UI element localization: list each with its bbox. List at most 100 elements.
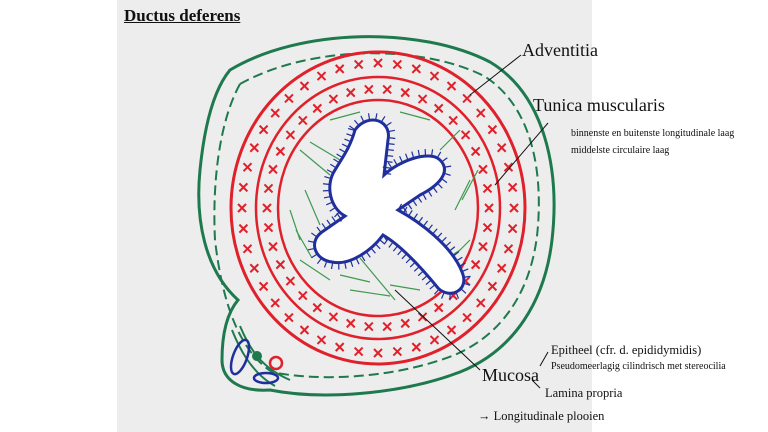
muscle-x-mark: [353, 346, 364, 357]
cilium-line: [387, 162, 393, 169]
cilium-line: [456, 256, 463, 262]
cilium-line: [383, 238, 389, 245]
muscle-x-mark: [373, 348, 383, 358]
cilium-line: [385, 160, 393, 163]
muscle-x-mark: [312, 302, 322, 313]
muscle-x-mark: [334, 342, 345, 352]
cilium-line: [409, 261, 416, 268]
cilium-line: [347, 127, 356, 131]
cilium-line: [417, 216, 424, 224]
cilium-line: [440, 236, 447, 243]
cilium-line: [333, 158, 340, 164]
cilium-line: [382, 166, 388, 173]
cilium-line: [360, 254, 366, 262]
cilium-line: [463, 275, 471, 278]
cilium-line: [323, 195, 331, 199]
cilium-line: [329, 206, 336, 212]
cilium-line: [460, 288, 467, 294]
cilium-line: [316, 257, 323, 265]
cilium-line: [344, 261, 347, 269]
cilium-line: [422, 193, 427, 200]
muscle-x-mark: [284, 93, 294, 104]
muscle-x-mark: [382, 321, 392, 332]
muscle-x-mark: [298, 290, 308, 301]
cilium-line: [326, 169, 334, 174]
cilium-line: [370, 247, 376, 254]
cilium-line: [445, 241, 452, 248]
cilium-line: [429, 284, 436, 290]
cilium-line: [444, 165, 452, 168]
cilium-line: [382, 234, 388, 242]
cilium-line: [436, 182, 443, 189]
muscle-x-mark: [268, 241, 278, 252]
muscle-x-mark: [328, 94, 339, 104]
cilium-line: [355, 257, 360, 265]
muscle-x-mark: [429, 335, 440, 345]
cilium-line: [311, 232, 318, 238]
label-mucosa: Mucosa: [482, 365, 539, 385]
cilium-line: [397, 249, 403, 256]
muscle-x-mark: [249, 263, 259, 273]
cilium-line: [392, 245, 399, 252]
cilium-line: [374, 113, 378, 121]
cilium-line: [393, 159, 398, 166]
cilium-line: [324, 176, 332, 180]
muscle-x-mark: [400, 318, 410, 329]
cilium-line: [307, 247, 316, 251]
muscle-x-mark: [484, 203, 494, 213]
muscle-x-mark: [268, 164, 278, 175]
cilium-line: [367, 113, 371, 121]
cilium-line: [330, 262, 334, 270]
label-tunica-line1: binnenste en buitenste longitudinale laa…: [571, 128, 735, 139]
cilium-line: [399, 156, 404, 163]
muscle-x-mark: [285, 130, 296, 140]
muscle-x-mark: [470, 259, 481, 270]
muscle-x-mark: [476, 108, 486, 118]
cilium-line: [340, 215, 345, 222]
muscle-x-mark: [462, 312, 472, 323]
cilium-line: [412, 199, 418, 207]
muscle-x-mark: [411, 64, 422, 74]
cilium-line: [427, 190, 433, 197]
muscle-x-mark: [242, 244, 253, 254]
muscle-x-mark: [503, 244, 514, 254]
muscle-x-mark: [284, 312, 294, 323]
lumen-epithelium: [313, 118, 466, 295]
cilium-line: [316, 226, 322, 234]
muscle-x-mark: [476, 298, 486, 308]
muscle-x-mark: [298, 115, 308, 126]
cilium-line: [455, 291, 460, 299]
muscle-outer-longitudinal-ring: [229, 50, 527, 366]
cilium-line: [441, 157, 448, 163]
cilium-line: [341, 143, 349, 148]
muscle-x-mark: [462, 93, 472, 104]
muscle-x-mark: [446, 325, 457, 335]
cilium-line: [407, 209, 413, 217]
muscle-x-mark: [434, 302, 444, 313]
cilium-line: [311, 253, 318, 259]
muscle-cross-marks: [237, 58, 519, 358]
cilium-line: [326, 201, 333, 206]
muscle-x-mark: [482, 183, 493, 194]
cilium-line: [432, 186, 438, 193]
muscle-circular-ring: [254, 75, 502, 341]
muscle-x-mark: [487, 281, 498, 292]
cilium-line: [405, 257, 412, 264]
adventitia-outline: [197, 35, 556, 397]
cilium-line: [440, 178, 448, 184]
cilium-line: [339, 148, 346, 154]
muscle-x-mark: [263, 183, 274, 194]
cilium-line: [334, 211, 340, 218]
cilium-line: [452, 251, 460, 257]
cilium-line: [388, 137, 396, 140]
cilium-line: [402, 206, 408, 214]
muscle-x-mark: [262, 203, 272, 213]
muscle-x-mark: [328, 312, 339, 322]
muscle-x-mark: [242, 162, 253, 172]
cilium-line: [440, 291, 445, 299]
muscle-x-mark: [270, 298, 280, 308]
cilium-line: [422, 220, 429, 227]
muscle-x-mark: [364, 84, 374, 95]
vessel-red: [268, 355, 284, 371]
